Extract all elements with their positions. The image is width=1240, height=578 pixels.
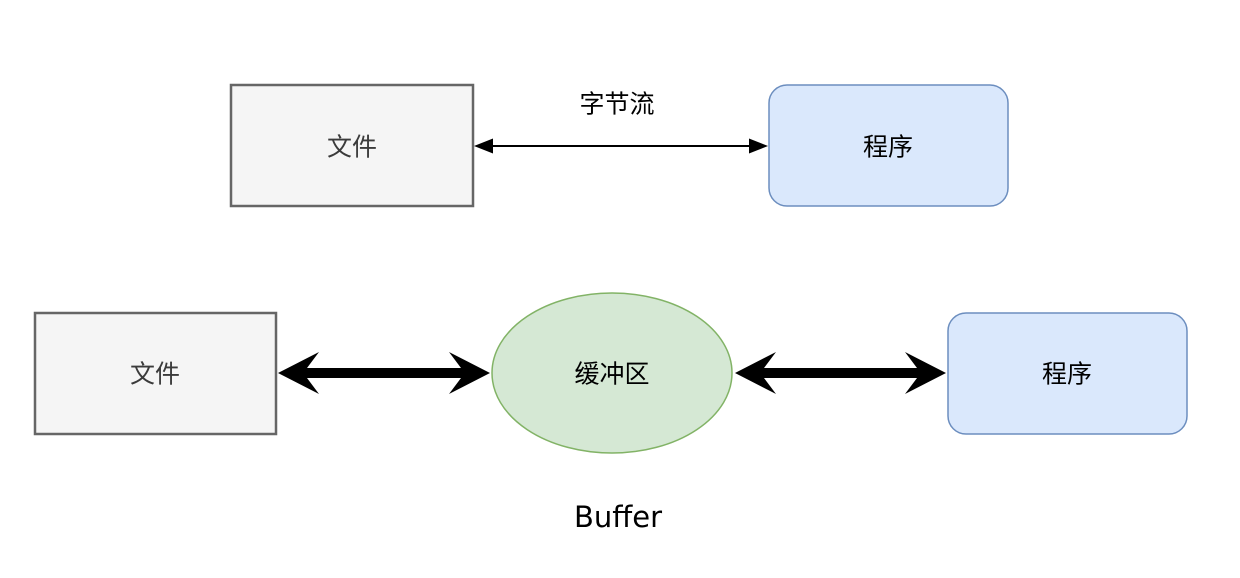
byte-stream-label: 字节流 bbox=[579, 90, 654, 119]
node-program-top: 程序 bbox=[768, 84, 1009, 207]
file-box bbox=[33, 311, 278, 436]
edge-buffer-program bbox=[735, 352, 946, 394]
program-box bbox=[947, 312, 1188, 435]
byte-stream-arrowhead-right bbox=[749, 138, 768, 154]
buffer-ellipse-label: 缓冲区 bbox=[574, 360, 649, 389]
file-box-label: 文件 bbox=[130, 360, 180, 389]
byte-stream-arrowhead-left bbox=[474, 138, 493, 154]
node-buffer: 缓冲区 bbox=[491, 292, 733, 454]
thick-double-arrow bbox=[735, 352, 946, 394]
program-box-label: 程序 bbox=[863, 133, 913, 162]
node-file-top: 文件 bbox=[229, 83, 475, 208]
program-box-label: 程序 bbox=[1042, 360, 1092, 389]
edge-file-buffer bbox=[278, 352, 490, 394]
edge-byte-stream: 字节流 bbox=[474, 90, 768, 154]
node-program-bottom: 程序 bbox=[947, 312, 1188, 435]
file-box-label: 文件 bbox=[327, 133, 377, 162]
buffer-ellipse bbox=[491, 292, 733, 454]
node-file-bottom: 文件 bbox=[33, 311, 278, 436]
thick-double-arrow bbox=[278, 352, 490, 394]
program-box bbox=[768, 84, 1009, 207]
file-box bbox=[229, 83, 475, 208]
buffer-caption: Buffer bbox=[574, 500, 662, 534]
